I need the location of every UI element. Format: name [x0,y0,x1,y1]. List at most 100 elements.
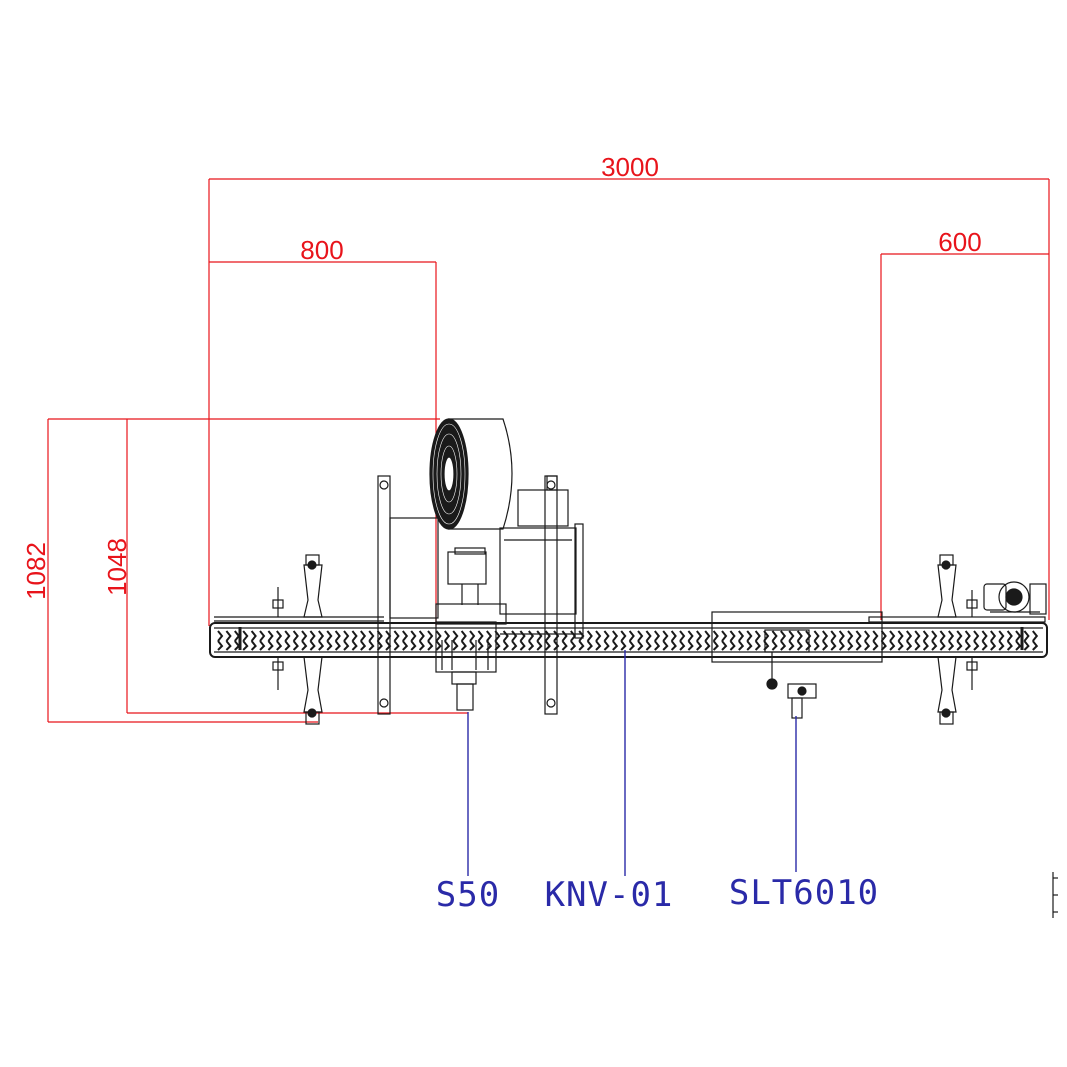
callout-slt6010: SLT6010 [729,873,879,913]
chain-link [1023,630,1030,651]
chain-link [1015,630,1022,651]
chain-link [855,630,862,651]
drive-motor [983,581,1047,615]
chain-link [544,630,551,651]
left-clamp-screws [238,587,284,690]
left-roll-stand [303,554,323,725]
chain-link [771,630,778,651]
chain-link [225,630,232,651]
chain-link [645,630,652,651]
chain-link [603,630,610,651]
chain-link [292,630,299,651]
chain-link [612,630,619,651]
chain-link [368,630,375,651]
chain-link [788,630,795,651]
chain-link [654,630,661,651]
chain-link [746,630,753,651]
chain-link [511,630,518,651]
chain-link [948,630,955,651]
machine-assembly [209,418,1058,918]
chain-link [620,630,627,651]
chain-link [939,630,946,651]
chain-link [595,630,602,651]
chain-link [250,630,257,651]
chain-link [838,630,845,651]
dim-1048-label: 1048 [102,538,132,596]
chain-link [452,630,459,651]
chain-link [242,630,249,651]
conveyor-chain [217,630,1039,651]
chain-link [318,630,325,651]
chain-link [780,630,787,651]
chain-link [822,630,829,651]
chain-link [847,630,854,651]
chain-link [880,630,887,651]
chain-link [351,630,358,651]
chain-link [729,630,736,651]
labeler-post-left [377,475,391,715]
labeler-post-right [544,475,558,715]
conveyor-frame [209,622,1048,658]
chain-link [586,630,593,651]
dim-600-label: 600 [938,227,981,257]
chain-link [679,630,686,651]
chain-link [956,630,963,651]
chain-link [964,630,971,651]
chain-link [998,630,1005,651]
chain-link [914,630,921,651]
chain-link [334,630,341,651]
chain-link [267,630,274,651]
chain-link [805,630,812,651]
callout-leaders [467,650,797,876]
dim-3000-label: 3000 [601,152,659,182]
chain-link [360,630,367,651]
chain-link [234,630,241,651]
chain-link [561,630,568,651]
chain-link [754,630,761,651]
label-roll [429,418,513,530]
chain-link [696,630,703,651]
chain-link [309,630,316,651]
right-clamp-screws [966,590,1024,690]
dim-800-label: 800 [300,235,343,265]
chain-link [1032,630,1039,651]
chain-link [889,630,896,651]
chain-link [872,630,879,651]
chain-link [1006,630,1013,651]
chain-link [662,630,669,651]
chain-link [704,630,711,651]
callout-labels: S50 KNV-01 SLT6010 [436,873,879,915]
callout-s50: S50 [436,875,500,915]
chain-link [477,630,484,651]
chain-link [435,630,442,651]
chain-link [444,630,451,651]
chain-link [217,630,224,651]
labeler-body [389,475,584,711]
chain-link [536,630,543,651]
chain-link [276,630,283,651]
edge-marker [1052,872,1058,918]
chain-link [738,630,745,651]
conveyor-motor-box-rect [711,611,883,663]
chain-link [469,630,476,651]
chain-link [553,630,560,651]
chain-link [402,630,409,651]
chain-link [897,630,904,651]
chain-link [502,630,509,651]
chain-link [519,630,526,651]
chain-link [813,630,820,651]
chain-link [301,630,308,651]
chain-link [670,630,677,651]
chain-link [427,630,434,651]
chain-link [830,630,837,651]
chain-link [981,630,988,651]
chain-link [687,630,694,651]
chain-link [721,630,728,651]
chain-link [922,630,929,651]
chain-link [385,630,392,651]
dim-1082-label: 1082 [21,542,51,600]
chain-link [796,630,803,651]
chain-link [712,630,719,651]
chain-link [343,630,350,651]
chain-link [931,630,938,651]
